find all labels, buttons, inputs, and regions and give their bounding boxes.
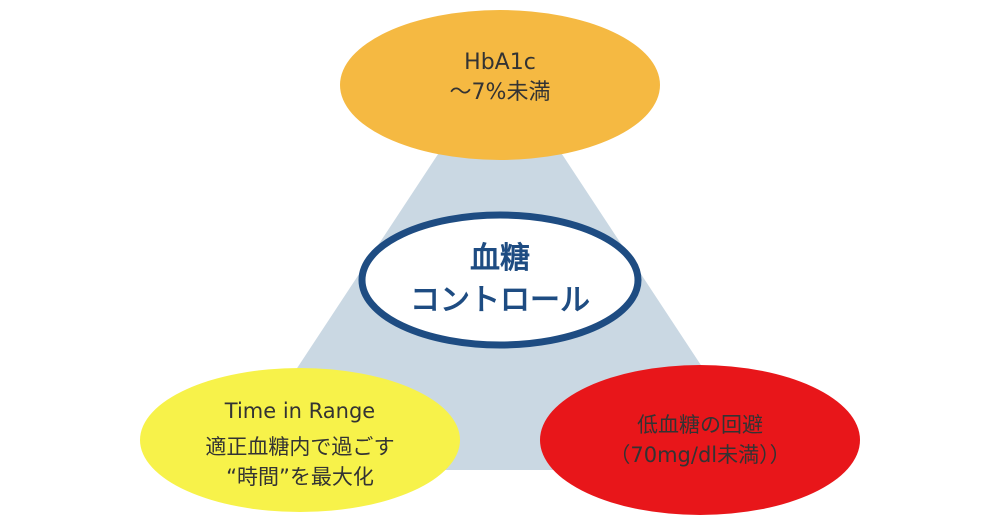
time-in-range-label: Time in Range 適正血糖内で過ごす “時間”を最大化 (170, 396, 430, 492)
hba1c-target: ～7%未満 (449, 80, 551, 105)
time-in-range-ellipse (140, 368, 460, 512)
hypoglycemia-label: 低血糖の回避 （70mg/dl未満）） (570, 410, 830, 470)
glucose-control-ellipse (358, 211, 642, 349)
hba1c-label: HbA1c ～7%未満 (400, 48, 600, 108)
time-in-range-line2: 適正血糖内で過ごす (205, 435, 395, 459)
time-in-range-line3: “時間”を最大化 (226, 465, 374, 489)
hba1c-title: HbA1c (464, 50, 536, 75)
hypoglycemia-ellipse (540, 365, 860, 515)
hypoglycemia-title: 低血糖の回避 (637, 413, 763, 437)
glucose-control-line2: コントロール (410, 283, 590, 318)
glucose-control-line1: 血糖 (470, 241, 530, 276)
time-in-range-title: Time in Range (224, 399, 376, 423)
hba1c-ellipse (340, 10, 660, 160)
hypoglycemia-threshold: （70mg/dl未満）） (609, 443, 791, 467)
glucose-control-label: 血糖 コントロール (400, 238, 600, 322)
